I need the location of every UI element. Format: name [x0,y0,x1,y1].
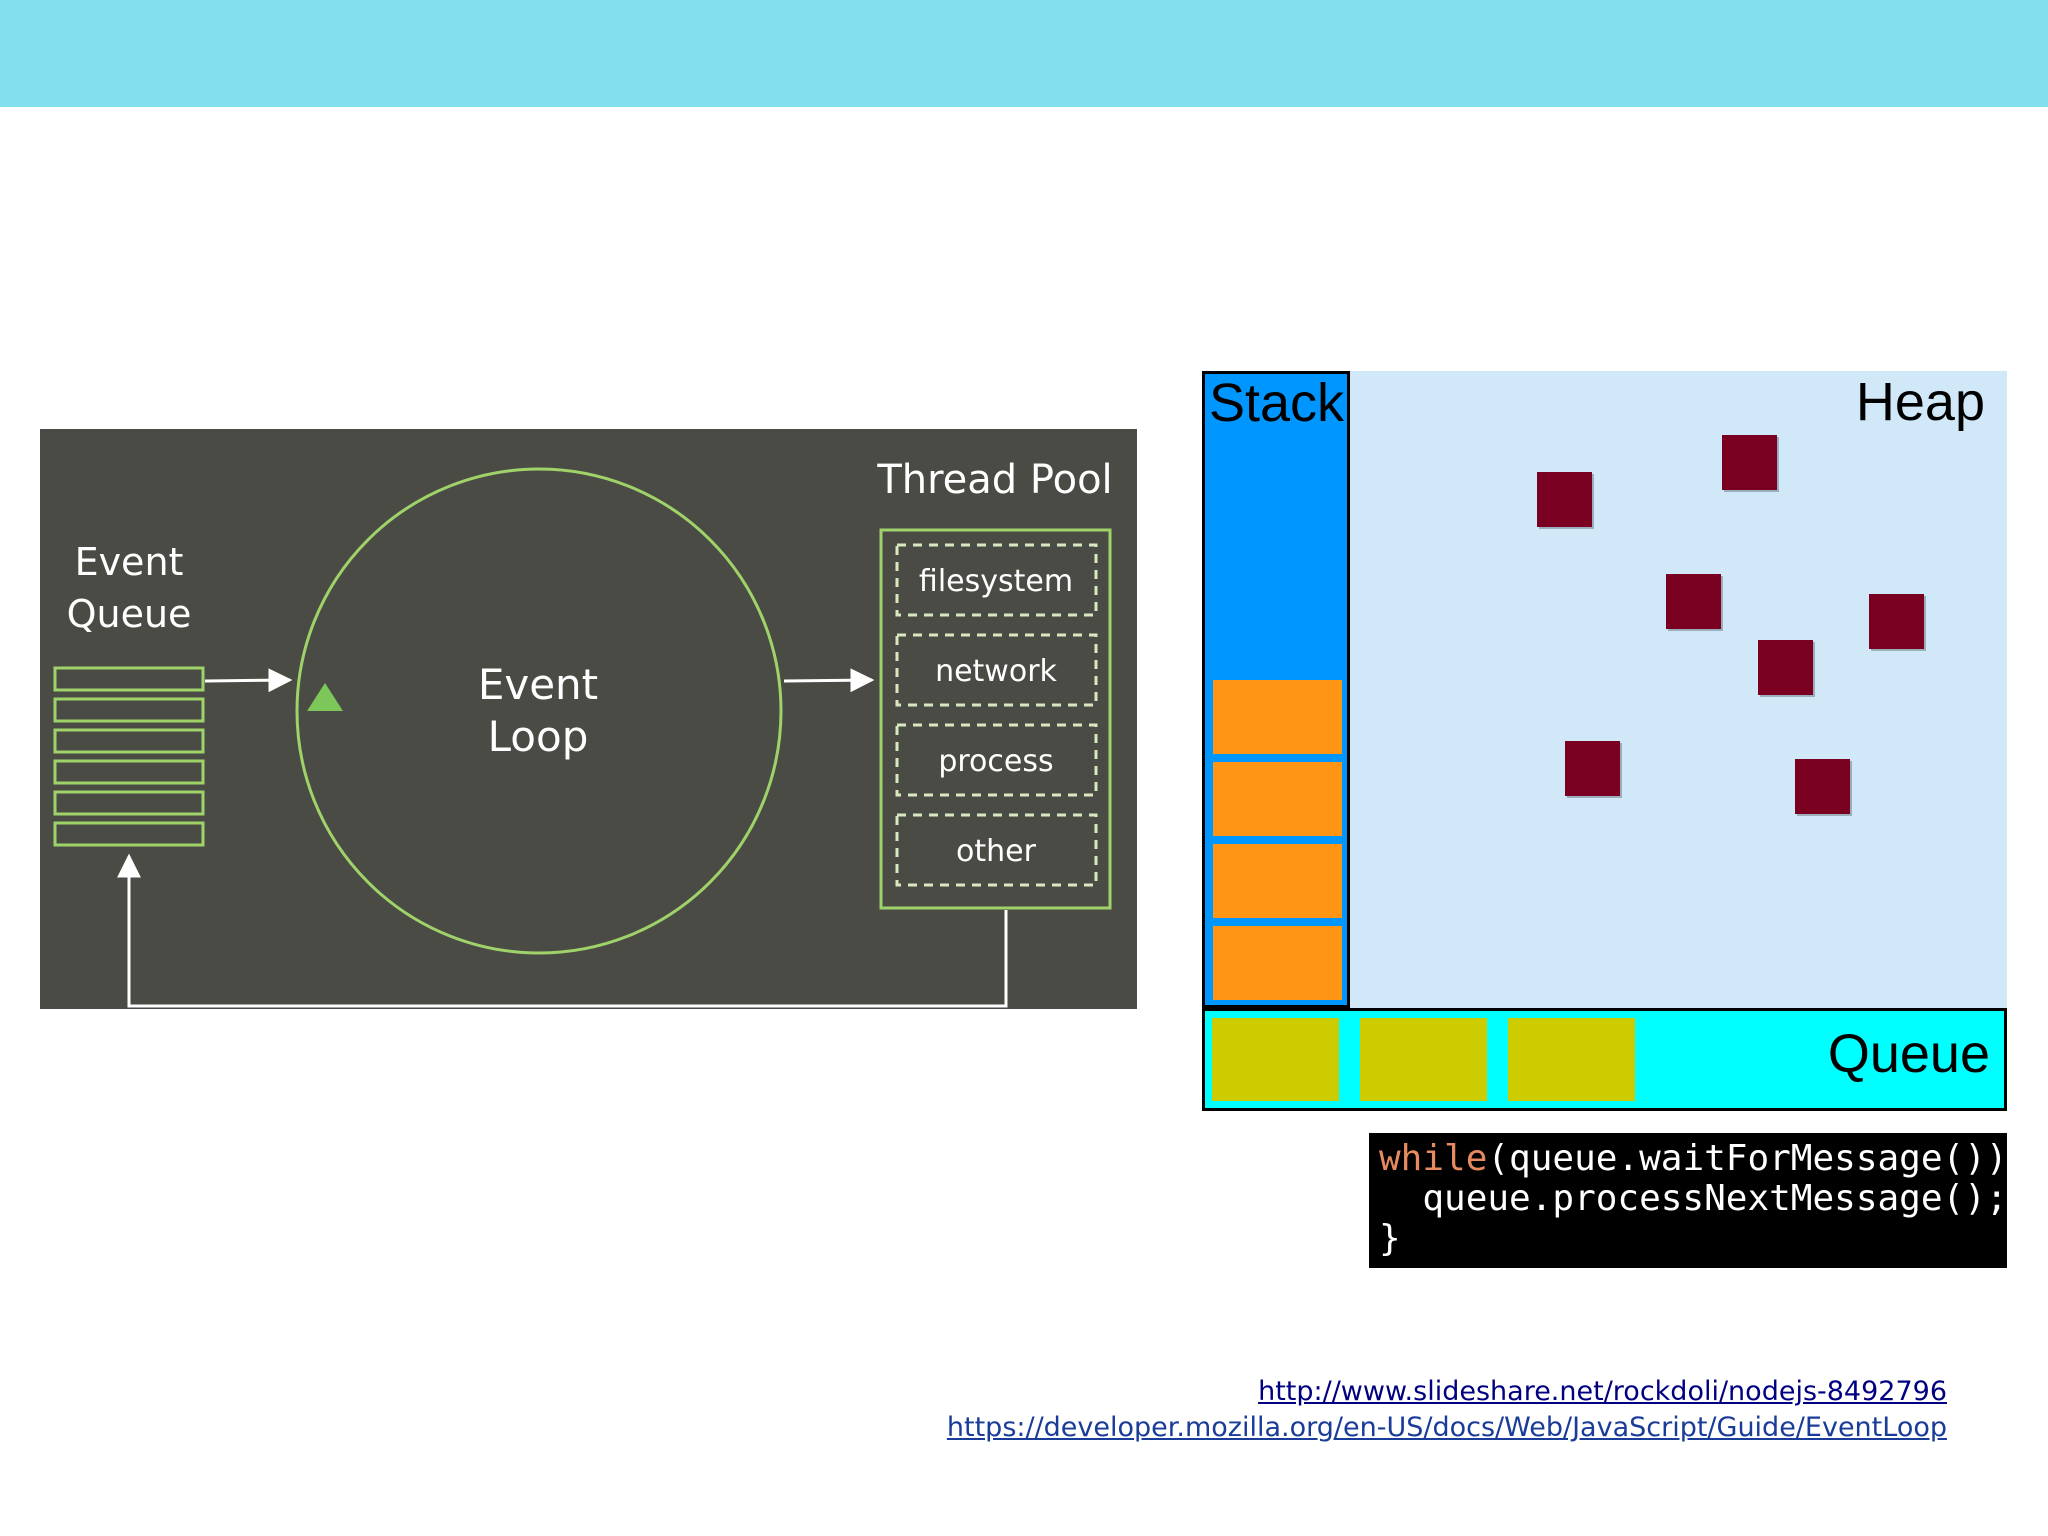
event-loop-label-line2: Loop [488,712,589,761]
thread-pool-item-filesystem: filesystem [919,564,1073,599]
mdn-link[interactable]: https://developer.mozilla.org/en-US/docs… [946,1412,1947,1443]
queue-slot [53,790,205,816]
runtime-diagram: Stack Heap Queue [1202,371,2007,1111]
thread-pool-item-process: process [938,744,1053,779]
thread-pool-title: Thread Pool [876,457,1112,503]
code-line-1: while(queue.waitForMessage()){ [1379,1138,2029,1179]
event-queue-slots [53,666,205,847]
stack-frame [1213,844,1342,918]
stack-frame [1213,926,1342,1000]
thread-pool-item-box [895,813,1098,887]
header-banner [0,0,2048,107]
queue-message [1212,1018,1339,1101]
event-loop-code: while(queue.waitForMessage()){ queue.pro… [1369,1133,2029,1268]
loop-to-pool-arrow [783,668,875,693]
code-line-2: queue.processNextMessage(); [1379,1178,2008,1219]
heap-object [1666,574,1721,629]
event-loop-label-line1: Event [478,660,598,709]
heap-object [1565,741,1620,796]
event-loop-diagram: Event Queue Event Loop Thread Pool files [40,429,1137,1009]
stack-label: Stack [1209,373,1345,433]
event-queue-label-line1: Event [75,540,184,584]
queue-slot [53,666,205,692]
heap-label: Heap [1855,372,1985,432]
thread-pool-item-other: other [956,834,1037,869]
code-keyword-while: while [1379,1138,1488,1179]
thread-pool-item-box [895,543,1098,617]
event-queue-label-line2: Queue [67,592,192,636]
code-line-1-rest: (queue.waitForMessage()){ [1487,1138,2030,1179]
pool-to-queue-return-arrow [117,853,1008,1008]
thread-pool-item-box [895,723,1098,797]
message-queue-area: Queue [1202,1008,2007,1111]
queue-slot [53,697,205,723]
slideshare-link[interactable]: http://www.slideshare.net/rockdoli/nodej… [1258,1376,1947,1407]
loop-direction-triangle [307,683,343,711]
event-loop-svg: Event Queue Event Loop Thread Pool files [53,457,1113,1008]
stack-frame [1213,680,1342,754]
queue-label: Queue [1827,1024,1990,1084]
heap-object [1758,640,1813,695]
heap-object [1722,435,1777,490]
thread-pool-box [879,528,1112,910]
stack-area: Stack [1202,371,1350,1008]
event-loop-circle [295,467,783,955]
stack-frame [1213,762,1342,836]
code-line-3: } [1379,1218,1401,1259]
thread-pool-item-box [895,633,1098,707]
heap-object [1537,472,1592,527]
queue-message [1360,1018,1487,1101]
heap-object [1869,594,1924,649]
queue-slot [53,821,205,847]
queue-message [1508,1018,1635,1101]
heap-area: Heap [1350,371,2007,1008]
source-links: http://www.slideshare.net/rockdoli/nodej… [947,1374,1947,1446]
queue-to-loop-arrow [204,668,293,693]
queue-slot [53,728,205,754]
heap-object [1795,759,1850,814]
thread-pool-item-network: network [935,654,1057,689]
queue-slot [53,759,205,785]
